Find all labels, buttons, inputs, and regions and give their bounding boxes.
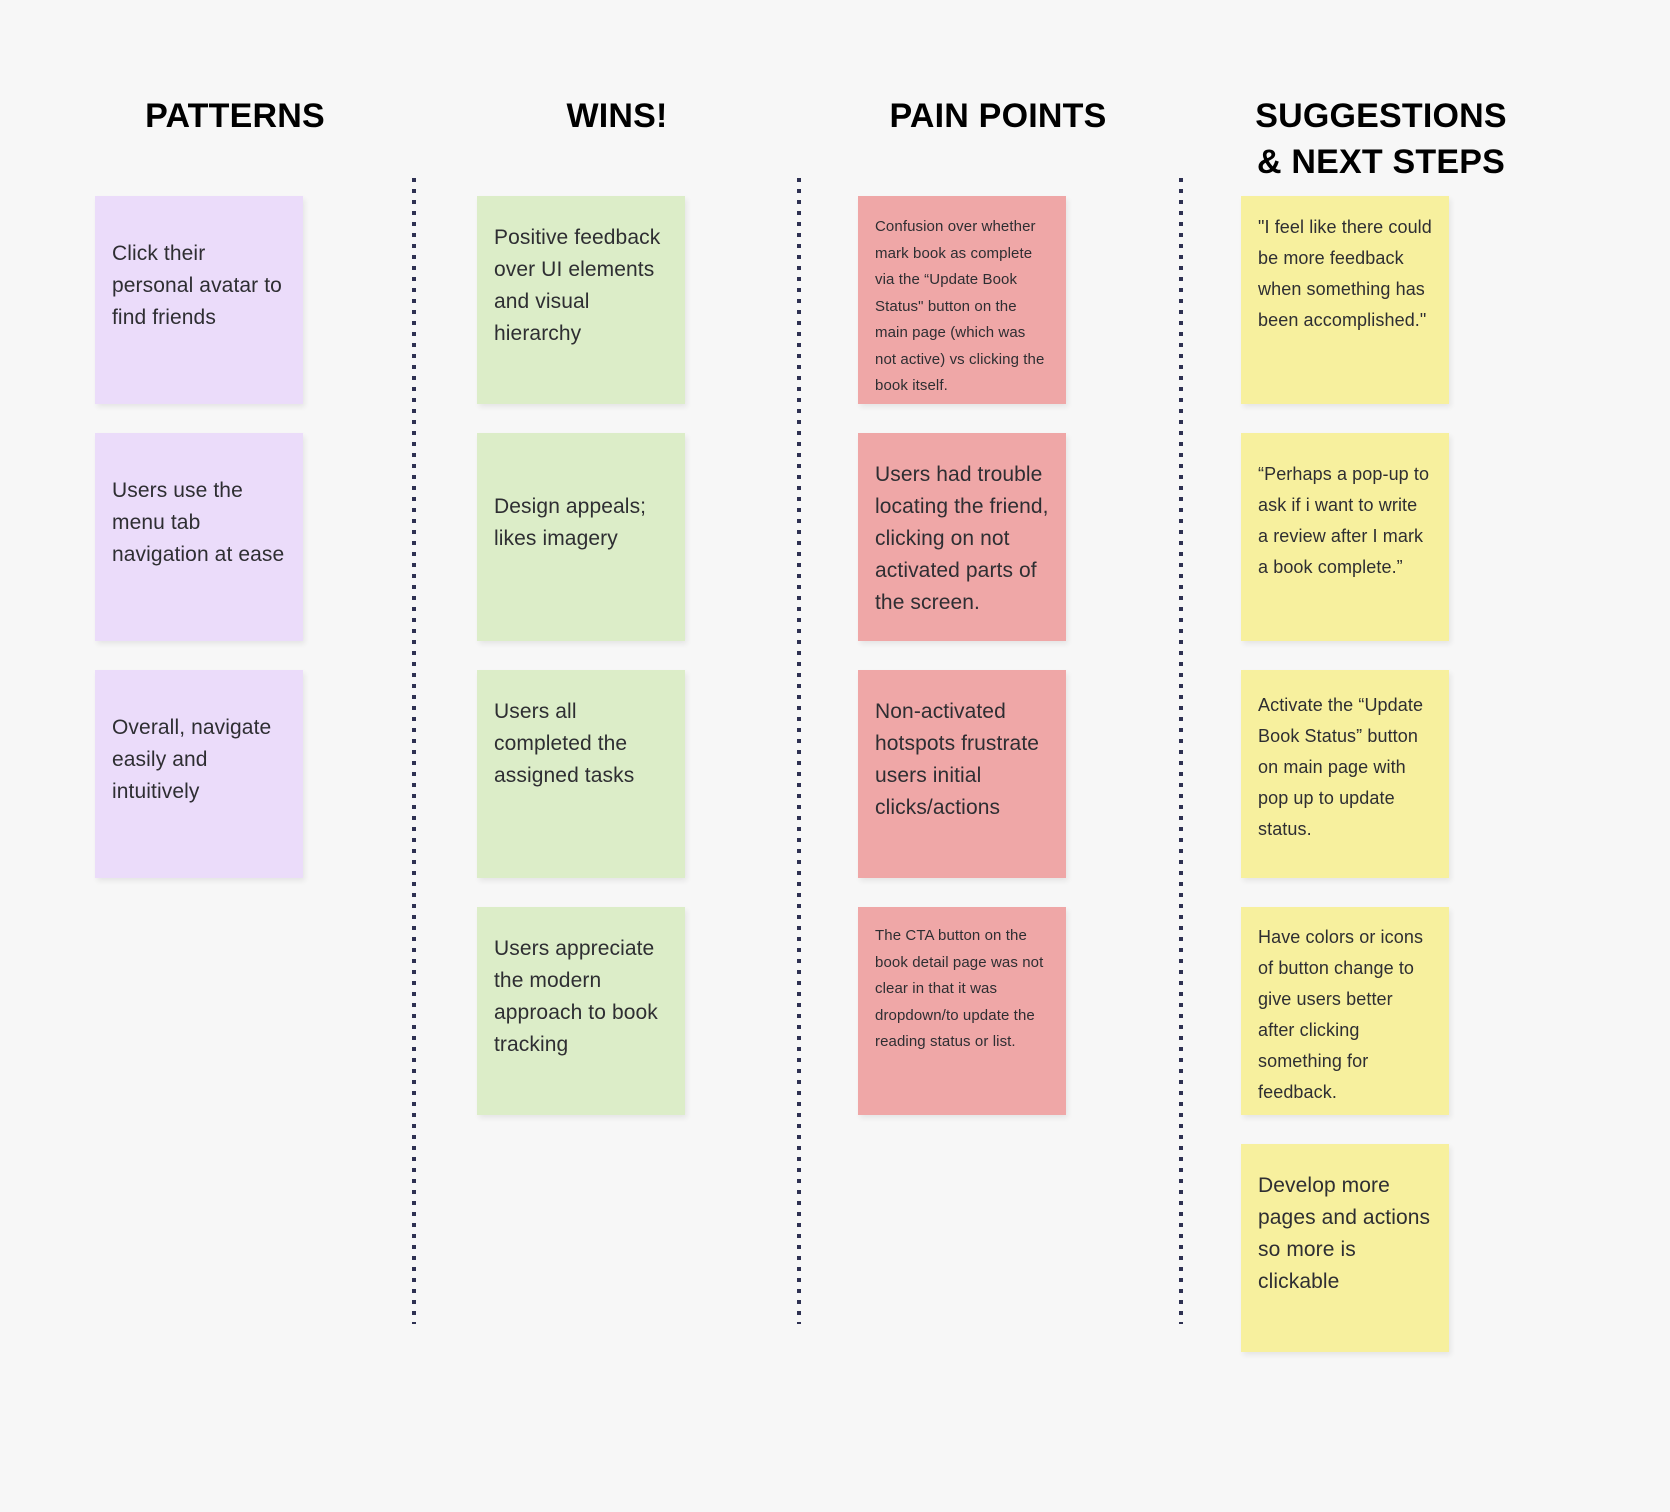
sticky-note[interactable]: Design appeals; likes imagery	[477, 433, 685, 641]
sticky-note[interactable]: Users use the menu tab navigation at eas…	[95, 433, 303, 641]
sticky-note-text: Users appreciate the modern approach to …	[494, 937, 658, 1056]
sticky-note[interactable]: Activate the “Update Book Status” button…	[1241, 670, 1449, 878]
sticky-note-text: “Perhaps a pop-up to ask if i want to wr…	[1258, 464, 1430, 577]
column-title-suggestions: SUGGESTIONS & NEXT STEPS	[1255, 97, 1507, 181]
sticky-note-text: "I feel like there could be more feedbac…	[1258, 217, 1432, 330]
note-list-pain-points: Confusion over whether mark book as comp…	[858, 196, 1066, 1144]
sticky-note-text: Have colors or icons of button change to…	[1258, 927, 1424, 1102]
sticky-note-text: Design appeals; likes imagery	[494, 495, 647, 550]
sticky-note-text: Confusion over whether mark book as comp…	[875, 218, 1045, 394]
sticky-note[interactable]: “Perhaps a pop-up to ask if i want to wr…	[1241, 433, 1449, 641]
sticky-note-text: Users had trouble locating the friend, c…	[875, 463, 1049, 614]
sticky-note[interactable]: Confusion over whether mark book as comp…	[858, 196, 1066, 404]
column-divider-2	[797, 178, 801, 1324]
sticky-note-text: The CTA button on the book detail page w…	[875, 927, 1044, 1050]
sticky-note[interactable]: Overall, navigate easily and intuitively	[95, 670, 303, 878]
sticky-note[interactable]: "I feel like there could be more feedbac…	[1241, 196, 1449, 404]
sticky-note[interactable]: Users appreciate the modern approach to …	[477, 907, 685, 1115]
sticky-note[interactable]: Non-activated hotspots frustrate users i…	[858, 670, 1066, 878]
sticky-note[interactable]: Positive feedback over UI elements and v…	[477, 196, 685, 404]
sticky-note-text: Click their personal avatar to find frie…	[112, 242, 282, 329]
sticky-note[interactable]: Click their personal avatar to find frie…	[95, 196, 303, 404]
column-divider-1	[412, 178, 416, 1324]
sticky-note[interactable]: Have colors or icons of button change to…	[1241, 907, 1449, 1115]
sticky-note-text: Users use the menu tab navigation at eas…	[112, 479, 285, 566]
sticky-note-text: Activate the “Update Book Status” button…	[1258, 695, 1424, 839]
column-title-pain-points: PAIN POINTS	[889, 97, 1107, 135]
note-list-suggestions: "I feel like there could be more feedbac…	[1241, 196, 1449, 1381]
sticky-note-text: Overall, navigate easily and intuitively	[112, 716, 272, 803]
sticky-note[interactable]: Users all completed the assigned tasks	[477, 670, 685, 878]
sticky-note-text: Non-activated hotspots frustrate users i…	[875, 700, 1040, 819]
note-list-patterns: Click their personal avatar to find frie…	[95, 196, 303, 907]
sticky-note-text: Positive feedback over UI elements and v…	[494, 226, 661, 345]
sticky-note[interactable]: The CTA button on the book detail page w…	[858, 907, 1066, 1115]
column-divider-3	[1179, 178, 1183, 1324]
column-title-wins: WINS!	[566, 97, 668, 135]
sticky-note-text: Develop more pages and actions so more i…	[1258, 1174, 1431, 1293]
note-list-wins: Positive feedback over UI elements and v…	[477, 196, 685, 1144]
sticky-note-text: Users all completed the assigned tasks	[494, 700, 635, 787]
sticky-note[interactable]: Users had trouble locating the friend, c…	[858, 433, 1066, 641]
sticky-note[interactable]: Develop more pages and actions so more i…	[1241, 1144, 1449, 1352]
column-title-patterns: PATTERNS	[145, 97, 325, 135]
